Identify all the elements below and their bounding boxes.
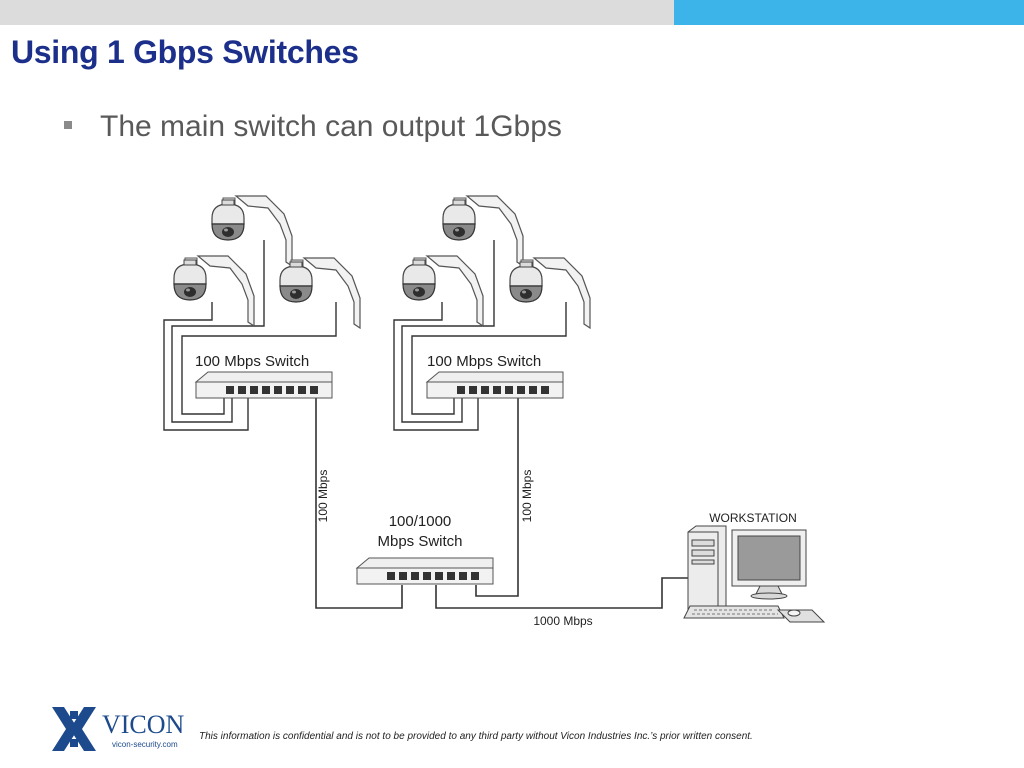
camera-left-left [173,255,255,327]
logo-text: VICON [102,710,185,739]
slide-title: Using 1 Gbps Switches [11,34,359,70]
camera-left-right [279,257,361,329]
main-switch-label-line1: 100/1000 [389,513,452,530]
camera-right-left [402,255,484,327]
confidentiality-disclaimer: This information is confidential and is … [199,731,753,742]
left-100mbps-switch [195,371,333,399]
main-switch-label-line2: Mbps Switch [377,533,462,550]
workstation-label: WORKSTATION [709,511,797,525]
workstation [683,525,826,623]
vicon-logo: VICON vicon-security.com [52,707,185,751]
top-bar-blue [674,0,1024,25]
workstation-link-label: 1000 Mbps [533,614,592,628]
left-camera-cables [163,240,337,431]
logo-url: vicon-security.com [112,740,178,749]
left-switch-label: 100 Mbps Switch [195,353,309,370]
camera-right-right [509,257,591,329]
right-uplink-label: 100 Mbps [520,470,534,523]
main-100-1000-switch [356,557,494,585]
top-bar-gray [0,0,674,25]
bullet-marker [64,121,72,129]
right-switch-label: 100 Mbps Switch [427,353,541,370]
right-camera-cables [393,240,567,431]
uplink-cables [315,398,690,609]
right-100mbps-switch [426,371,564,399]
bullet-item: The main switch can output 1Gbps [100,110,562,143]
left-uplink-label: 100 Mbps [316,470,330,523]
